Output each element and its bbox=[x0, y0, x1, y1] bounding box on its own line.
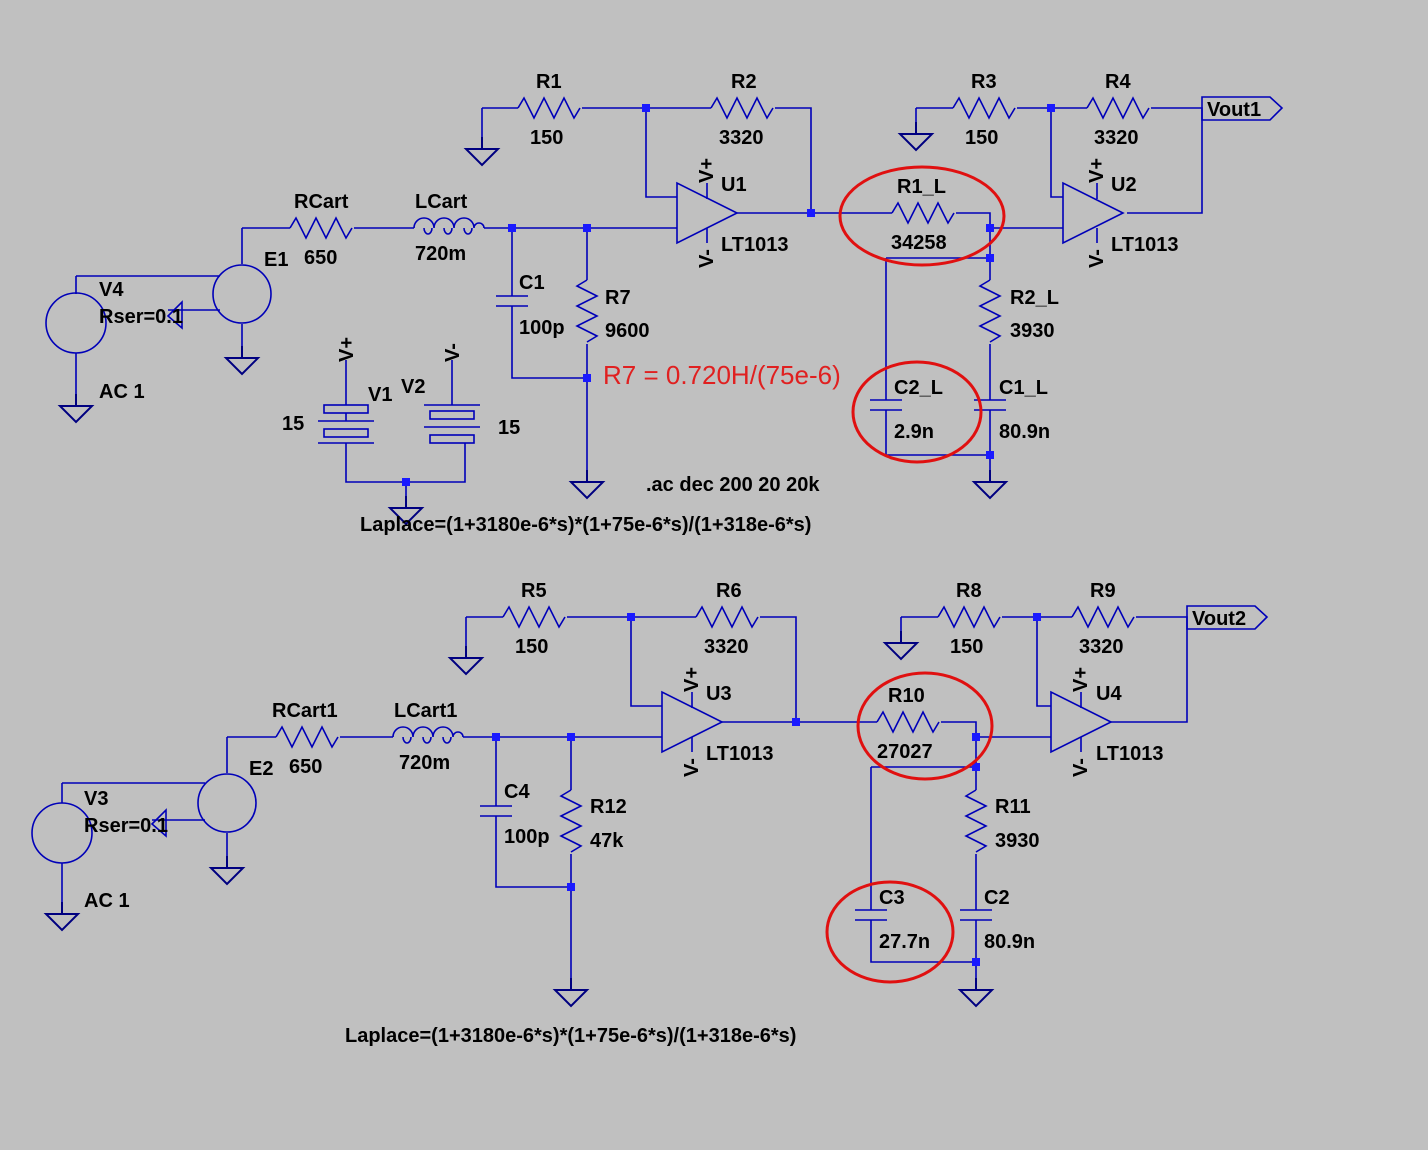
label-R2: R2 bbox=[731, 71, 757, 93]
label-V3: V3 bbox=[84, 788, 108, 810]
label-LCart1: LCart1 bbox=[394, 700, 457, 722]
param-V3: Rser=0.1 bbox=[84, 815, 168, 837]
label-R5: R5 bbox=[521, 580, 547, 602]
label-vout1: Vout1 bbox=[1207, 99, 1261, 121]
label-R3: R3 bbox=[971, 71, 997, 93]
value-R10: 27027 bbox=[877, 741, 933, 763]
label-RCart: RCart bbox=[294, 191, 349, 213]
value-R12: 47k bbox=[590, 830, 624, 852]
value-R2: 3320 bbox=[719, 127, 764, 149]
label-R6: R6 bbox=[716, 580, 742, 602]
value-R7: 9600 bbox=[605, 320, 650, 342]
model-U2: LT1013 bbox=[1111, 234, 1178, 256]
model-U1: LT1013 bbox=[721, 234, 788, 256]
value-R6: 3320 bbox=[704, 636, 749, 658]
label-R1_L: R1_L bbox=[897, 176, 946, 198]
value-R9: 3320 bbox=[1079, 636, 1124, 658]
label-R7: R7 bbox=[605, 287, 631, 309]
value-C1: 100p bbox=[519, 317, 565, 339]
label-RCart1: RCart1 bbox=[272, 700, 338, 722]
value-C2: 80.9n bbox=[984, 931, 1035, 953]
value-R5: 150 bbox=[515, 636, 548, 658]
label-R11: R11 bbox=[995, 796, 1031, 818]
label-C1: C1 bbox=[519, 272, 545, 294]
value-R1: 150 bbox=[530, 127, 563, 149]
bottom-circuit: R5 150 R6 3320 R8 150 R9 3320 Vout2 U3 L… bbox=[31, 580, 1269, 1047]
ac-V3: AC 1 bbox=[84, 890, 130, 912]
value-V1: 15 bbox=[282, 413, 304, 435]
label-V1: V1 bbox=[368, 384, 392, 406]
label-R1: R1 bbox=[536, 71, 562, 93]
label-V2: V2 bbox=[401, 376, 425, 398]
label-vout2: Vout2 bbox=[1192, 608, 1246, 630]
label-C3: C3 bbox=[879, 887, 905, 909]
value-V2: 15 bbox=[498, 417, 520, 439]
model-U4: LT1013 bbox=[1096, 743, 1163, 765]
label-R2_L: R2_L bbox=[1010, 287, 1059, 309]
highlight-C3 bbox=[825, 880, 955, 984]
label-LCart: LCart bbox=[415, 191, 468, 213]
label-V4: V4 bbox=[99, 279, 124, 301]
label-U4-vplus: V+ bbox=[1070, 667, 1092, 692]
model-U3: LT1013 bbox=[706, 743, 773, 765]
label-C2: C2 bbox=[984, 887, 1010, 909]
value-LCart1: 720m bbox=[399, 752, 450, 774]
value-RCart1: 650 bbox=[289, 756, 322, 778]
param-V4: Rser=0.1 bbox=[99, 306, 183, 328]
laplace-bottom: Laplace=(1+3180e-6*s)*(1+75e-6*s)/(1+318… bbox=[345, 1025, 796, 1047]
label-E2: E2 bbox=[249, 758, 273, 780]
label-V1-node: V+ bbox=[336, 337, 358, 362]
label-R12: R12 bbox=[590, 796, 627, 818]
label-U1: U1 bbox=[721, 174, 747, 196]
label-U1-vminus: V- bbox=[696, 249, 718, 268]
label-U3-vplus: V+ bbox=[681, 667, 703, 692]
value-C4: 100p bbox=[504, 826, 550, 848]
label-C2_L: C2_L bbox=[894, 377, 943, 399]
label-R9: R9 bbox=[1090, 580, 1116, 602]
label-C4: C4 bbox=[504, 781, 530, 803]
value-R11: 3930 bbox=[995, 830, 1040, 852]
label-U3-vminus: V- bbox=[681, 758, 703, 777]
label-U2-vplus: V+ bbox=[1086, 158, 1108, 183]
ac-directive: .ac dec 200 20 20k bbox=[646, 474, 820, 496]
value-RCart: 650 bbox=[304, 247, 337, 269]
label-U3: U3 bbox=[706, 683, 732, 705]
value-C3: 27.7n bbox=[879, 931, 930, 953]
highlight-R10 bbox=[856, 671, 994, 781]
value-C2_L: 2.9n bbox=[894, 421, 934, 443]
label-U1-vplus: V+ bbox=[696, 158, 718, 183]
highlight-R1_L bbox=[838, 165, 1006, 267]
label-C1_L: C1_L bbox=[999, 377, 1048, 399]
label-U2-vminus: V- bbox=[1086, 249, 1108, 268]
label-R8: R8 bbox=[956, 580, 982, 602]
ac-V4: AC 1 bbox=[99, 381, 145, 403]
highlight-C2_L bbox=[851, 360, 983, 464]
value-R2_L: 3930 bbox=[1010, 320, 1055, 342]
value-C1_L: 80.9n bbox=[999, 421, 1050, 443]
label-E1: E1 bbox=[264, 249, 288, 271]
value-R8: 150 bbox=[950, 636, 983, 658]
value-LCart: 720m bbox=[415, 243, 466, 265]
label-U4: U4 bbox=[1096, 683, 1122, 705]
label-U2: U2 bbox=[1111, 174, 1137, 196]
label-U4-vminus: V- bbox=[1070, 758, 1092, 777]
value-R4: 3320 bbox=[1094, 127, 1139, 149]
r7-formula-note: R7 = 0.720H/(75e-6) bbox=[603, 360, 841, 390]
value-R3: 150 bbox=[965, 127, 998, 149]
top-circuit: R1 150 R2 3320 R3 150 R4 3320 Vout1 U1 L… bbox=[45, 71, 1284, 536]
label-R10: R10 bbox=[888, 685, 925, 707]
label-V2-node: V- bbox=[442, 343, 464, 362]
value-R1_L: 34258 bbox=[891, 232, 947, 254]
label-R4: R4 bbox=[1105, 71, 1131, 93]
laplace-top: Laplace=(1+3180e-6*s)*(1+75e-6*s)/(1+318… bbox=[360, 514, 811, 536]
